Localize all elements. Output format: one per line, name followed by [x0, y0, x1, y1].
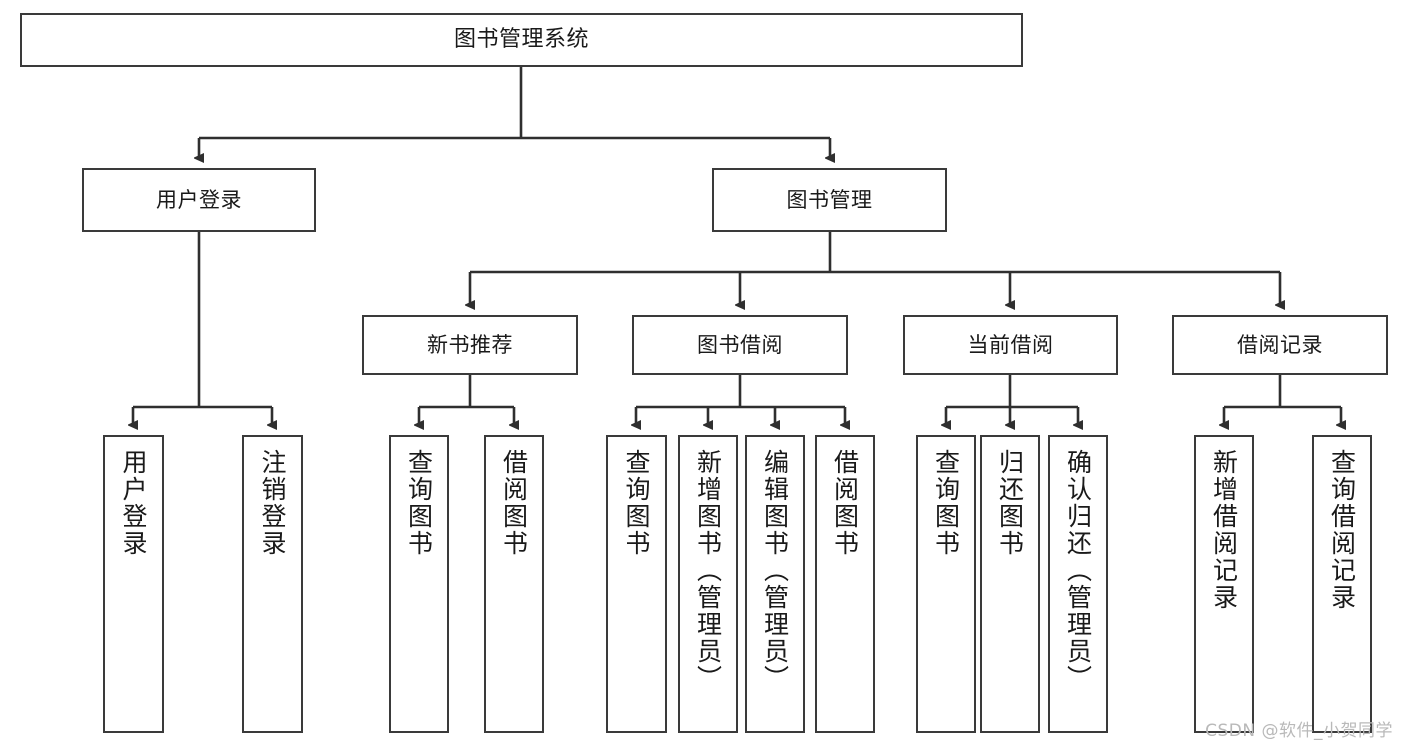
node-borrow-record[interactable]: 借阅记录: [1172, 315, 1388, 375]
node-label: 归还图书: [995, 449, 1025, 557]
node-root-system[interactable]: 图书管理系统: [20, 13, 1023, 67]
node-label: 用户登录: [119, 449, 148, 557]
node-label: 注销登录: [258, 449, 287, 557]
node-new-book-recommend[interactable]: 新书推荐: [362, 315, 578, 375]
leaf-record-add-record[interactable]: 新增借阅记录: [1194, 435, 1254, 733]
node-label: 查询图书: [404, 449, 434, 557]
node-label: 确认归还（管理员）: [1063, 449, 1093, 692]
leaf-current-confirm-return-admin[interactable]: 确认归还（管理员）: [1048, 435, 1108, 733]
node-user-login[interactable]: 用户登录: [82, 168, 316, 232]
node-label: 新书推荐: [427, 332, 513, 357]
node-book-management[interactable]: 图书管理: [712, 168, 947, 232]
leaf-borrow-add-book-admin[interactable]: 新增图书（管理员）: [678, 435, 738, 733]
node-label: 借阅图书: [499, 449, 529, 557]
leaf-record-query-record[interactable]: 查询借阅记录: [1312, 435, 1372, 733]
node-label: 查询借阅记录: [1327, 449, 1357, 611]
node-label: 当前借阅: [967, 332, 1054, 357]
watermark-text: CSDN @软件_小贺同学: [1205, 721, 1393, 741]
node-label: 图书借阅: [697, 332, 783, 357]
leaf-recommend-query-book[interactable]: 查询图书: [389, 435, 449, 733]
node-book-borrow[interactable]: 图书借阅: [632, 315, 848, 375]
node-label: 查询图书: [931, 449, 961, 557]
node-current-borrow[interactable]: 当前借阅: [903, 315, 1118, 375]
leaf-borrow-borrow-book[interactable]: 借阅图书: [815, 435, 875, 733]
leaf-current-return-book[interactable]: 归还图书: [980, 435, 1040, 733]
leaf-current-query-book[interactable]: 查询图书: [916, 435, 976, 733]
node-label: 借阅图书: [830, 449, 860, 557]
leaf-user-login-login[interactable]: 用户登录: [103, 435, 164, 733]
node-label: 图书管理: [786, 187, 873, 212]
node-label: 用户登录: [156, 187, 242, 212]
node-label: 新增图书（管理员）: [693, 449, 723, 692]
node-label: 编辑图书（管理员）: [760, 449, 790, 692]
node-label: 借阅记录: [1237, 332, 1323, 357]
node-label: 图书管理系统: [453, 27, 589, 53]
leaf-borrow-edit-book-admin[interactable]: 编辑图书（管理员）: [745, 435, 805, 733]
leaf-user-login-logout[interactable]: 注销登录: [242, 435, 303, 733]
node-label: 新增借阅记录: [1209, 449, 1239, 611]
leaf-recommend-borrow-book[interactable]: 借阅图书: [484, 435, 544, 733]
leaf-borrow-query-book[interactable]: 查询图书: [606, 435, 667, 733]
node-label: 查询图书: [622, 449, 651, 557]
